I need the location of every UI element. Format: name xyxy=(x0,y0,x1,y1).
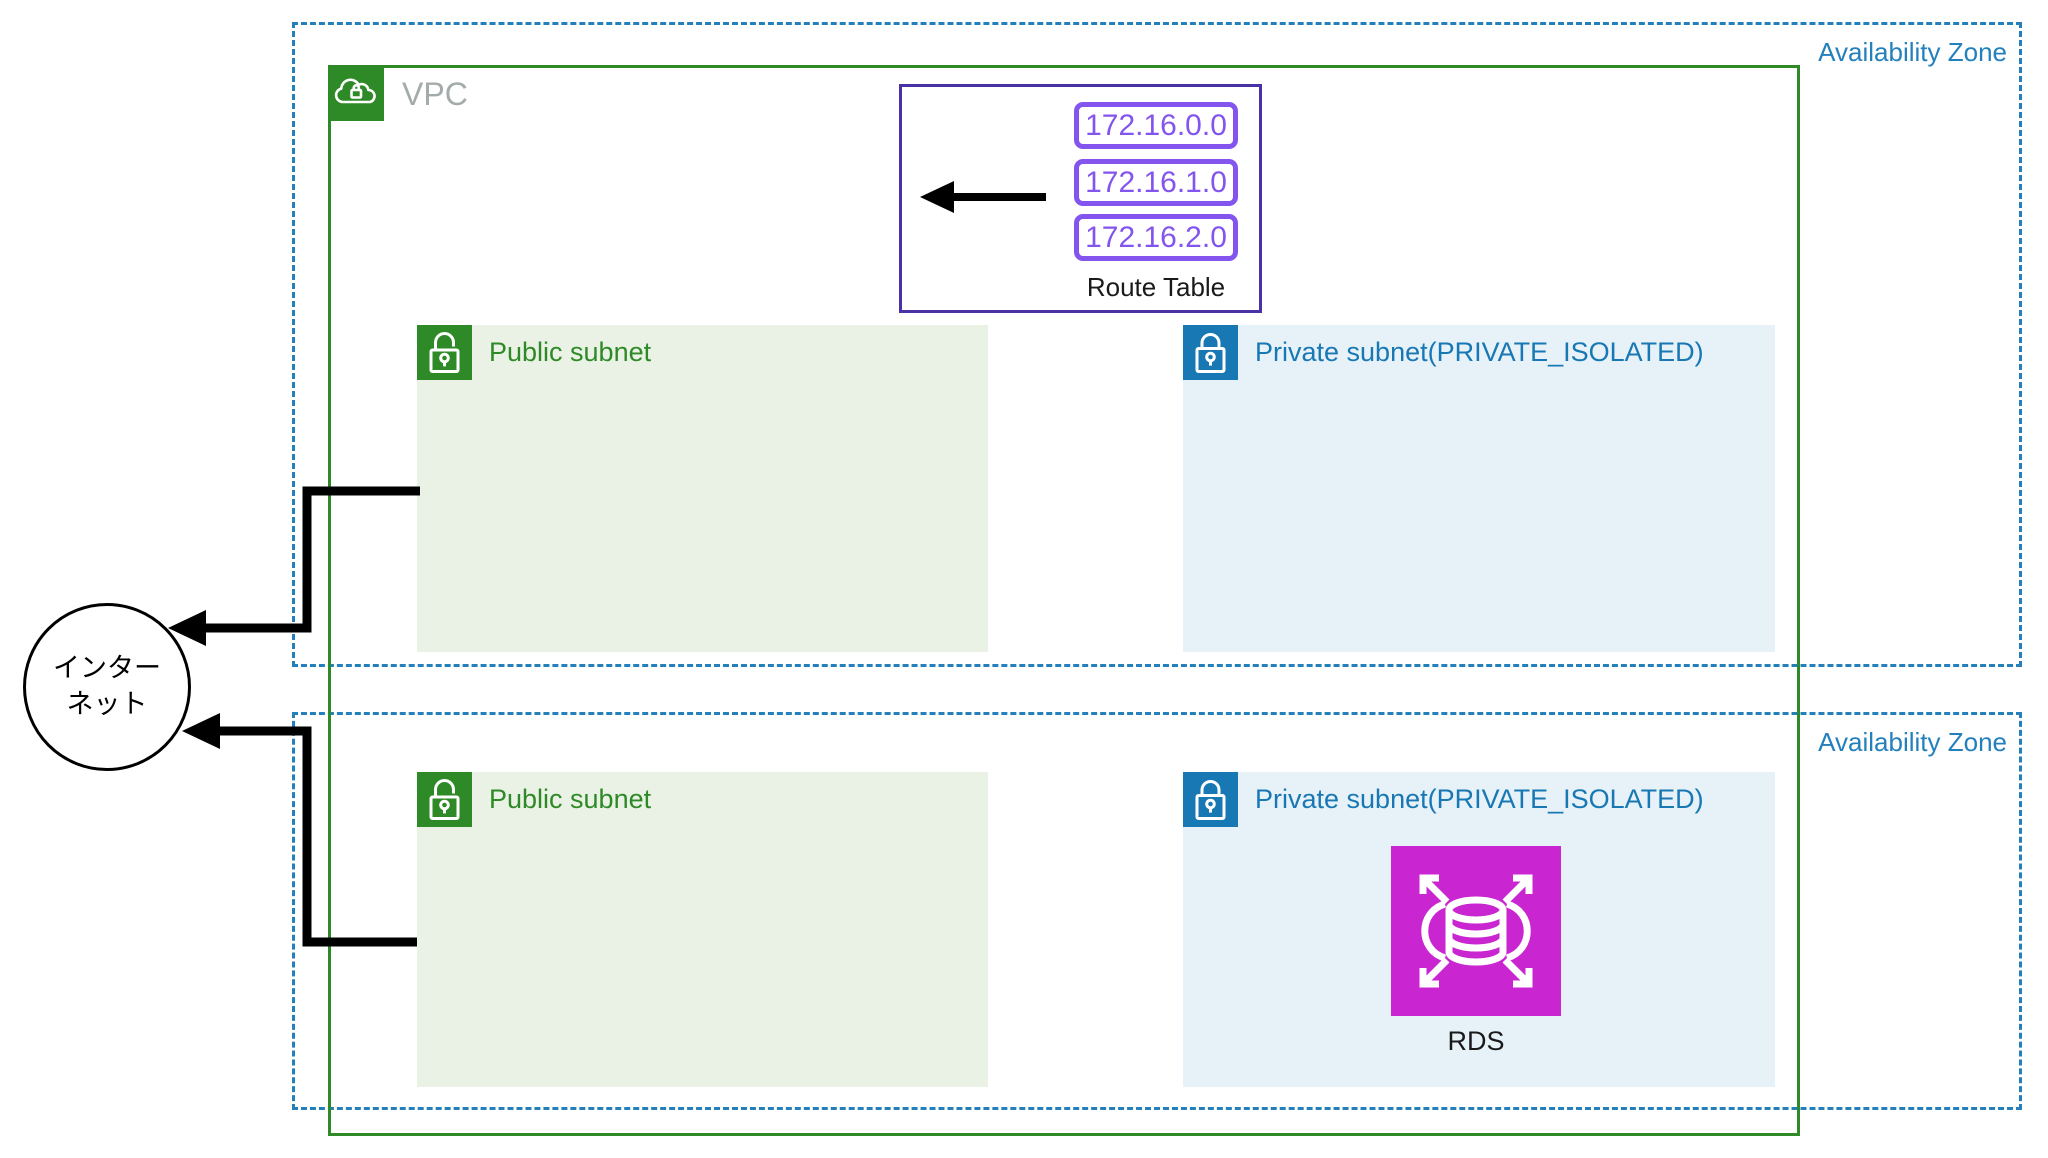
private-subnet-1-label: Private subnet(PRIVATE_ISOLATED) xyxy=(1255,337,1704,367)
arrowhead-az2 xyxy=(182,713,220,749)
route-table-label: Route Table xyxy=(1086,272,1226,302)
internet-label-line2: ネット xyxy=(66,689,148,720)
open-padlock-icon xyxy=(417,772,472,827)
public-subnet-1: Public subnet xyxy=(417,325,988,652)
closed-padlock-icon xyxy=(1183,325,1238,380)
route-entry: 172.16.1.0 xyxy=(1074,159,1238,206)
vpc-icon xyxy=(328,65,384,121)
rds-icon xyxy=(1391,846,1561,1016)
public-subnet-2-label: Public subnet xyxy=(489,784,652,814)
private-subnet-2-label: Private subnet(PRIVATE_ISOLATED) xyxy=(1255,784,1704,814)
route-table: 172.16.0.0 172.16.1.0 172.16.2.0 Route T… xyxy=(899,84,1262,313)
internet-label-line1: インター xyxy=(53,653,161,684)
public-subnet-1-label: Public subnet xyxy=(489,337,652,367)
route-entry: 172.16.2.0 xyxy=(1074,214,1238,261)
open-padlock-icon xyxy=(417,325,472,380)
private-subnet-1: Private subnet(PRIVATE_ISOLATED) xyxy=(1183,325,1775,652)
public-subnet-2: Public subnet xyxy=(417,772,988,1087)
rds-label: RDS xyxy=(1447,1026,1505,1056)
internet-node: インター ネット xyxy=(23,603,191,771)
vpc-label: VPC xyxy=(402,76,468,112)
availability-zone-1-label: Availability Zone xyxy=(1818,37,2007,67)
route-entry: 172.16.0.0 xyxy=(1074,102,1238,149)
availability-zone-2-label: Availability Zone xyxy=(1818,727,2007,757)
closed-padlock-icon xyxy=(1183,772,1238,827)
availability-zone-1: Availability Zone xyxy=(292,22,2022,667)
